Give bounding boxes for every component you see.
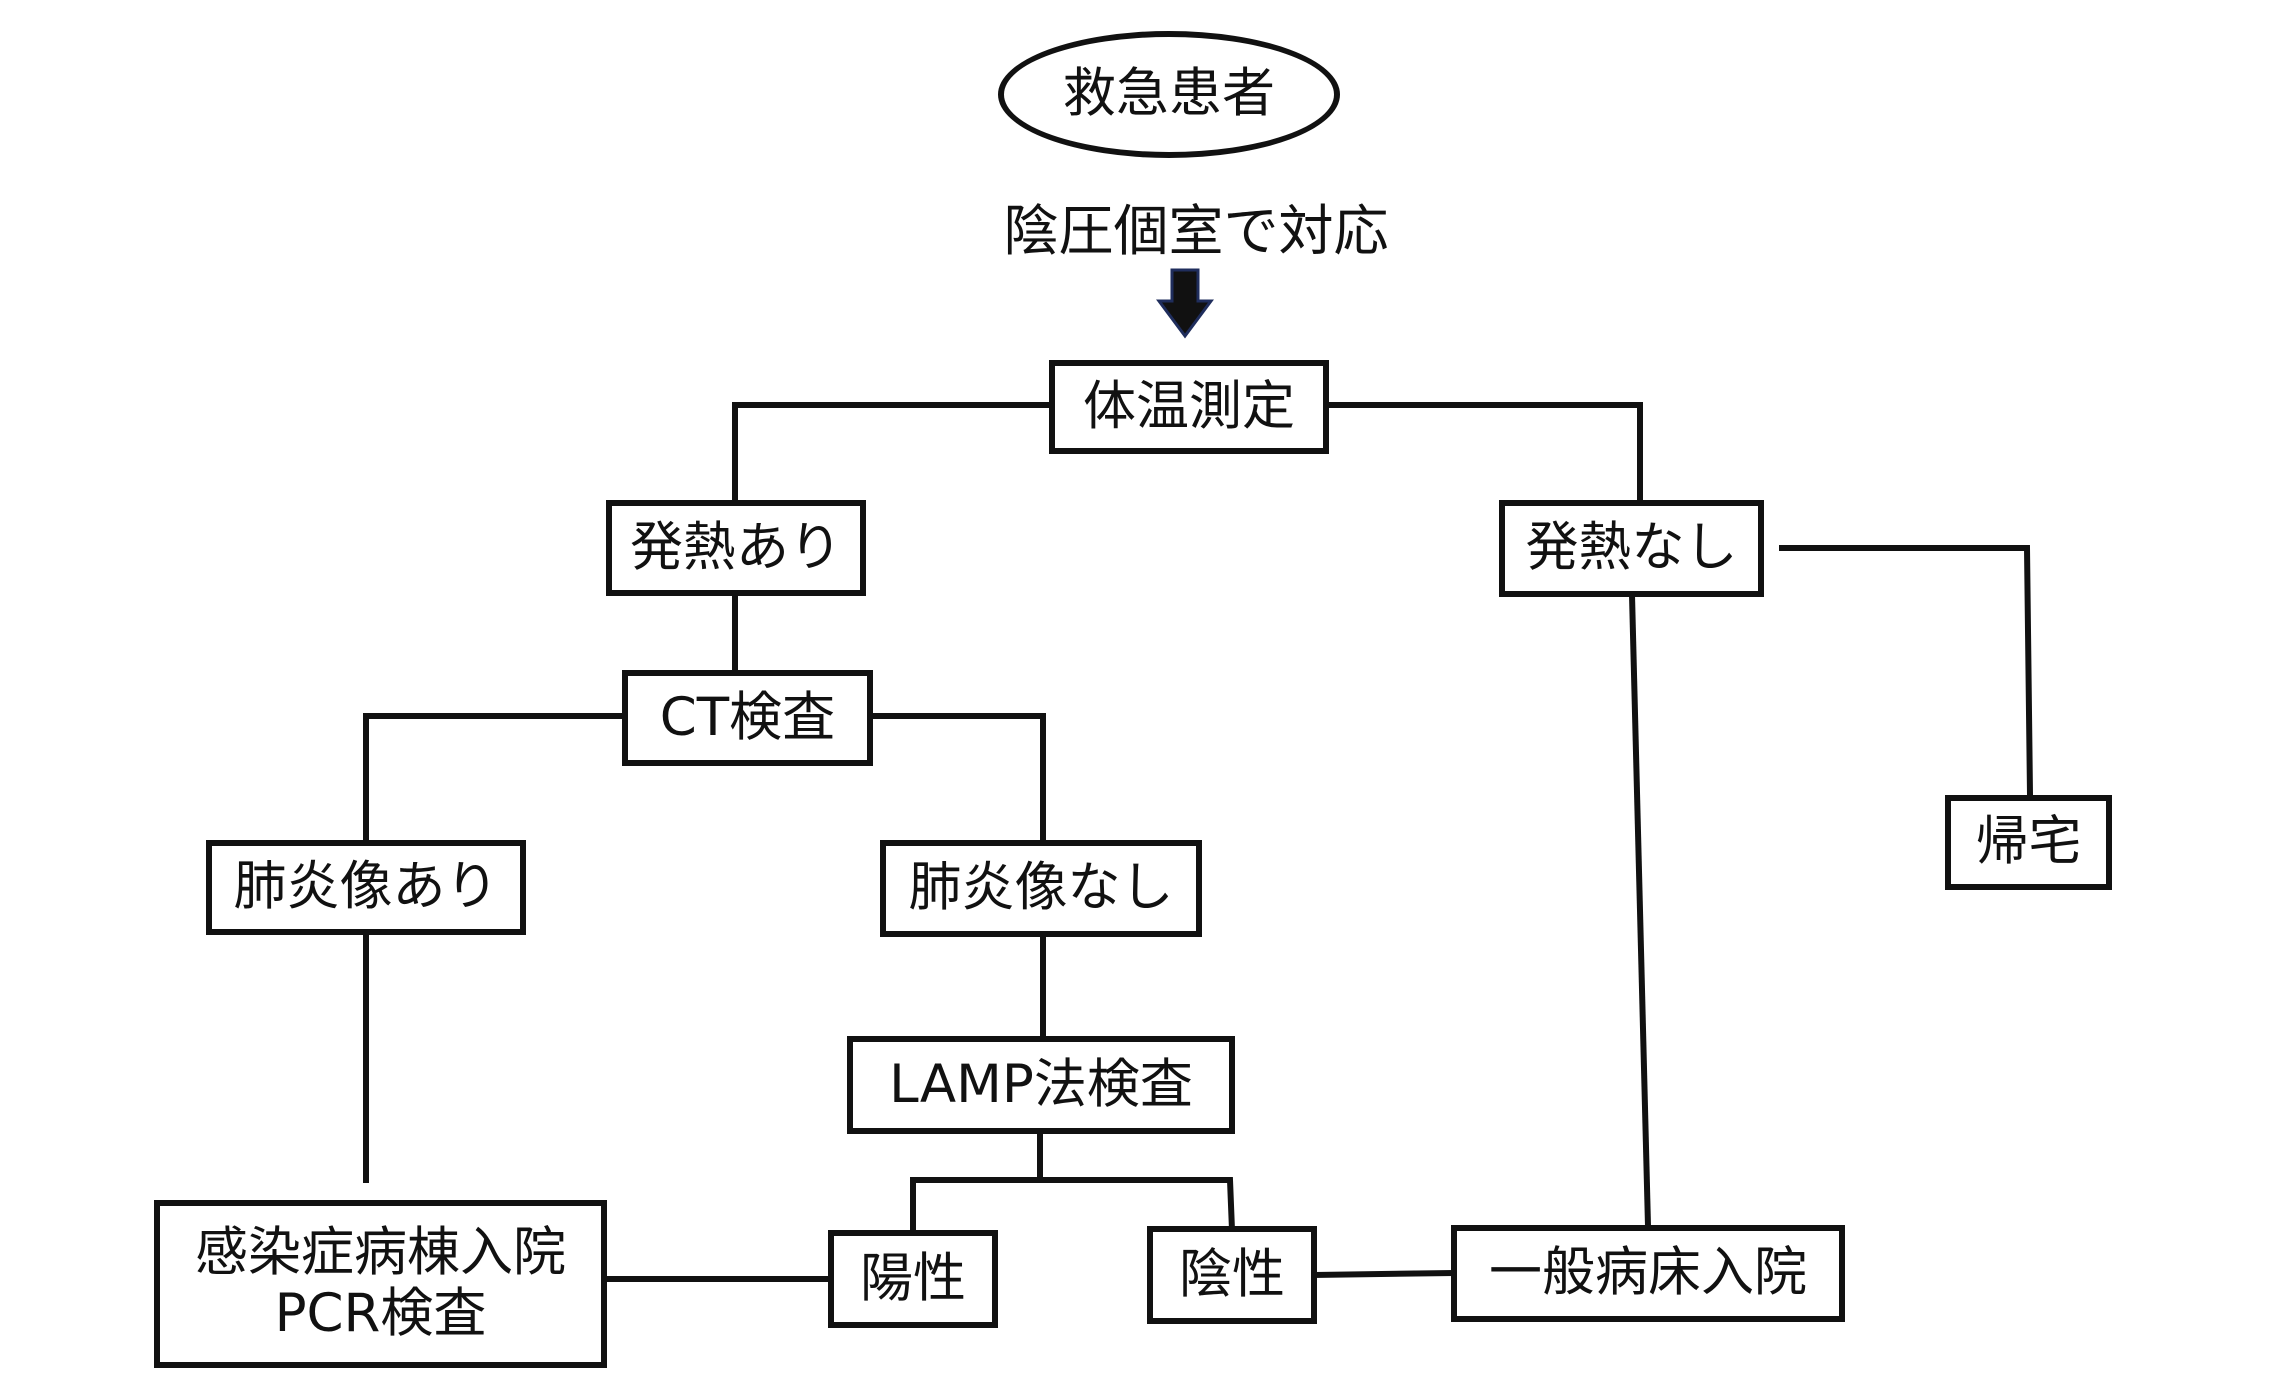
connector-negative-general [1311, 1269, 1455, 1279]
node-pneumonia-yes-label: 肺炎像あり [233, 856, 499, 918]
down-arrow-icon [1156, 268, 1214, 339]
node-general-ward-label: 一般病床入院 [1489, 1242, 1807, 1304]
connector-fever-no-home [1779, 545, 2034, 799]
node-infection-ward-label: 感染症病棟入院 [195, 1222, 566, 1284]
node-negative: 陰性 [1147, 1226, 1317, 1324]
node-fever-yes-label: 発熱あり [630, 516, 842, 578]
node-fever-no: 発熱なし [1499, 500, 1764, 597]
node-positive: 陽性 [828, 1230, 998, 1328]
node-negative-label: 陰性 [1179, 1243, 1285, 1305]
node-lamp-exam-label: LAMP法検査 [889, 1053, 1193, 1115]
node-fever-yes: 発熱あり [606, 500, 866, 596]
node-ct-exam: CT検査 [622, 670, 873, 766]
node-positive-label: 陽性 [860, 1247, 966, 1309]
connector-ct-pneumonia-yes [363, 713, 625, 843]
node-pneumonia-no: 肺炎像なし [880, 840, 1202, 937]
node-pneumonia-yes: 肺炎像あり [206, 840, 526, 935]
start-node-emergency-patient: 救急患者 [998, 31, 1340, 158]
node-infection-ward-admission: 感染症病棟入院 PCR検査 [154, 1200, 607, 1368]
node-temperature-measurement: 体温測定 [1049, 360, 1329, 454]
node-go-home: 帰宅 [1945, 795, 2112, 890]
negative-pressure-note: 陰圧個室で対応 [1003, 199, 1389, 263]
node-temperature-label: 体温測定 [1083, 375, 1295, 437]
node-go-home-label: 帰宅 [1975, 811, 2082, 873]
node-lamp-exam: LAMP法検査 [847, 1036, 1235, 1134]
connector-fever-no-general [1628, 591, 1652, 1230]
node-pcr-exam-label: PCR検査 [274, 1283, 487, 1344]
connector-temp-fever-yes [732, 402, 1055, 503]
connector-ct-pneumonia-no [867, 713, 1046, 843]
node-general-ward-admission: 一般病床入院 [1451, 1225, 1845, 1322]
connector-lamp-results [910, 1129, 1043, 1233]
node-ct-exam-label: CT検査 [659, 686, 836, 748]
start-label: 救急患者 [1063, 63, 1275, 125]
node-fever-no-label: 発熱なし [1525, 517, 1738, 579]
connector-lamp-negative [1037, 1177, 1236, 1234]
node-pneumonia-no-label: 肺炎像なし [908, 857, 1174, 919]
connector-temp-fever-no [1323, 402, 1643, 503]
